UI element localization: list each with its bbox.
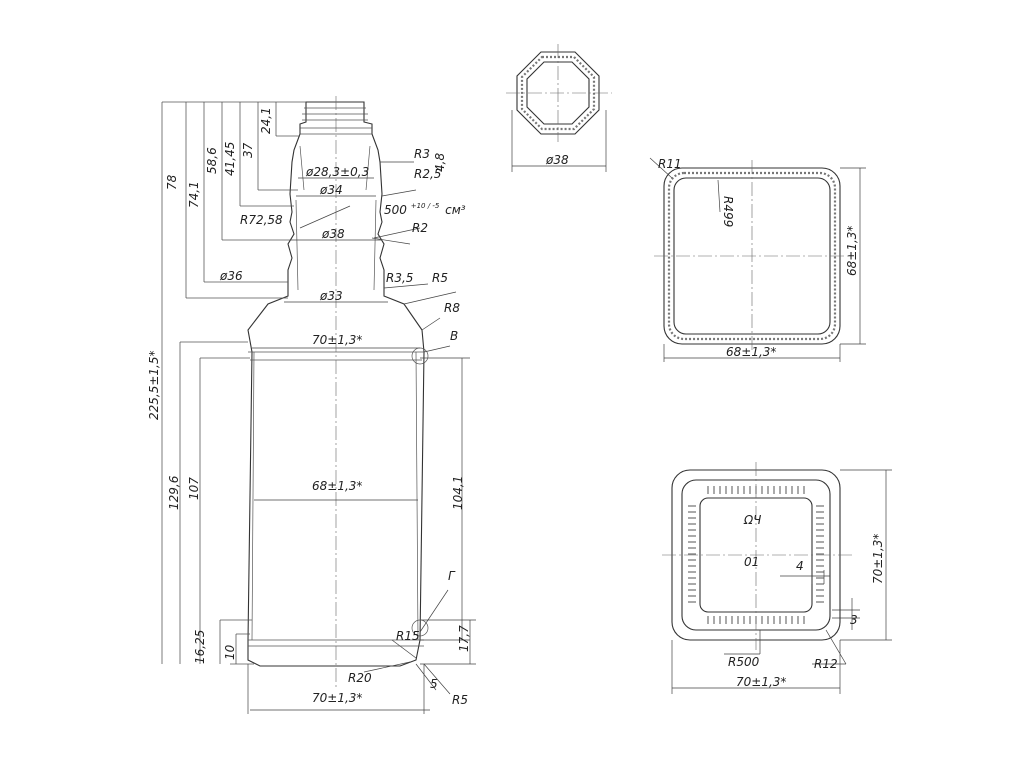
height-10: 10 — [223, 644, 237, 660]
body-section-dims — [649, 157, 866, 362]
body-width: 68±1,3* — [312, 479, 362, 493]
diameter-36: ø36 — [219, 269, 243, 283]
radius-r5-bottom: R5 — [452, 693, 468, 707]
radius-r2: R2 — [412, 221, 428, 235]
volume-number: 500 — [384, 203, 407, 217]
body-section-view: R11 R499 68±1,3* 68±1,3* — [649, 157, 866, 362]
height-24-1: 24,1 — [259, 107, 273, 134]
detail-circle-b — [411, 347, 429, 365]
neck-section-view: ø38 — [506, 44, 612, 172]
diameter-38: ø38 — [321, 227, 345, 241]
height-16-25: 16,25 — [193, 630, 207, 664]
neck-octagon-inner — [526, 61, 590, 125]
height-dimension-lines — [161, 102, 277, 664]
detail-circle-g — [411, 619, 429, 637]
radius-r5-top: R5 — [432, 271, 448, 285]
body-radius-inner: R499 — [721, 196, 735, 227]
height-107: 107 — [187, 477, 201, 500]
radius-r15: R15 — [396, 629, 420, 643]
bottle-front-view: 78 74,1 58,6 41,45 37 24,1 225,5±1,5* 12… — [147, 96, 476, 714]
detail-label-b: В — [450, 329, 458, 343]
neck-thread — [300, 107, 372, 135]
body-section-width: 68±1,3* — [726, 345, 776, 359]
neck-section-diameter: ø38 — [545, 153, 569, 167]
bottom-view: ΩЧ 01 4 3 R500 R12 70±1,3* 70±1,3* — [662, 462, 892, 694]
bottom-dims — [671, 469, 892, 694]
bottom-mark-top: ΩЧ — [743, 513, 761, 527]
neck-diameter-lines — [250, 177, 430, 711]
neck-section-dims — [511, 110, 607, 172]
height-129-6: 129,6 — [167, 475, 181, 510]
height-78: 78 — [165, 174, 179, 190]
radius-r20: R20 — [348, 671, 372, 685]
volume-value: 500 +10 / -5 см³ — [384, 197, 466, 217]
right-dimension-lines — [247, 357, 476, 714]
base-offset-5: 5 — [430, 677, 438, 691]
base-height-17-7: 17,7 — [457, 625, 471, 652]
neck-height-4-8: 4,8 — [433, 153, 447, 172]
body-section-height: 68±1,3* — [845, 226, 859, 276]
neck-section-hatch — [520, 55, 596, 131]
base-width: 70±1,3* — [312, 691, 362, 705]
height-58-6: 58,6 — [205, 147, 219, 174]
shoulder-width: 70±1,3* — [312, 333, 362, 347]
height-74-1: 74,1 — [187, 181, 201, 208]
diameter-28-3: ø28,3±0,3 — [305, 165, 369, 179]
leader-lines — [299, 161, 457, 695]
height-41-45: 41,45 — [223, 142, 237, 176]
radius-r2-5: R2,5 — [414, 167, 441, 181]
neck-octagon-outer — [516, 51, 600, 135]
volume-unit: см³ — [445, 203, 466, 217]
radius-r8: R8 — [444, 301, 460, 315]
bottom-radius-12: R12 — [814, 657, 838, 671]
bottom-knurling — [688, 486, 824, 624]
radius-r3: R3 — [414, 147, 430, 161]
detail-label-g: Г — [448, 569, 456, 583]
height-37: 37 — [241, 142, 255, 158]
bottom-mark-code: 01 — [744, 555, 759, 569]
bottom-width: 70±1,3* — [736, 675, 786, 689]
volume-tolerance: +10 / -5 — [411, 202, 440, 210]
bottom-height: 70±1,3* — [871, 534, 885, 584]
right-height-104-1: 104,1 — [451, 476, 465, 510]
height-225-5: 225,5±1,5* — [147, 351, 161, 421]
diameter-33: ø33 — [319, 289, 343, 303]
bottom-dim-4: 4 — [796, 559, 804, 573]
body-radius-outer: R11 — [658, 157, 682, 171]
diameter-34: ø34 — [319, 183, 343, 197]
bottom-dim-3: 3 — [850, 613, 858, 627]
bottom-radius-500: R500 — [728, 655, 760, 669]
extension-lines — [162, 101, 306, 665]
radius-r72-58: R72,58 — [240, 213, 283, 227]
radius-r3-5: R3,5 — [386, 271, 413, 285]
